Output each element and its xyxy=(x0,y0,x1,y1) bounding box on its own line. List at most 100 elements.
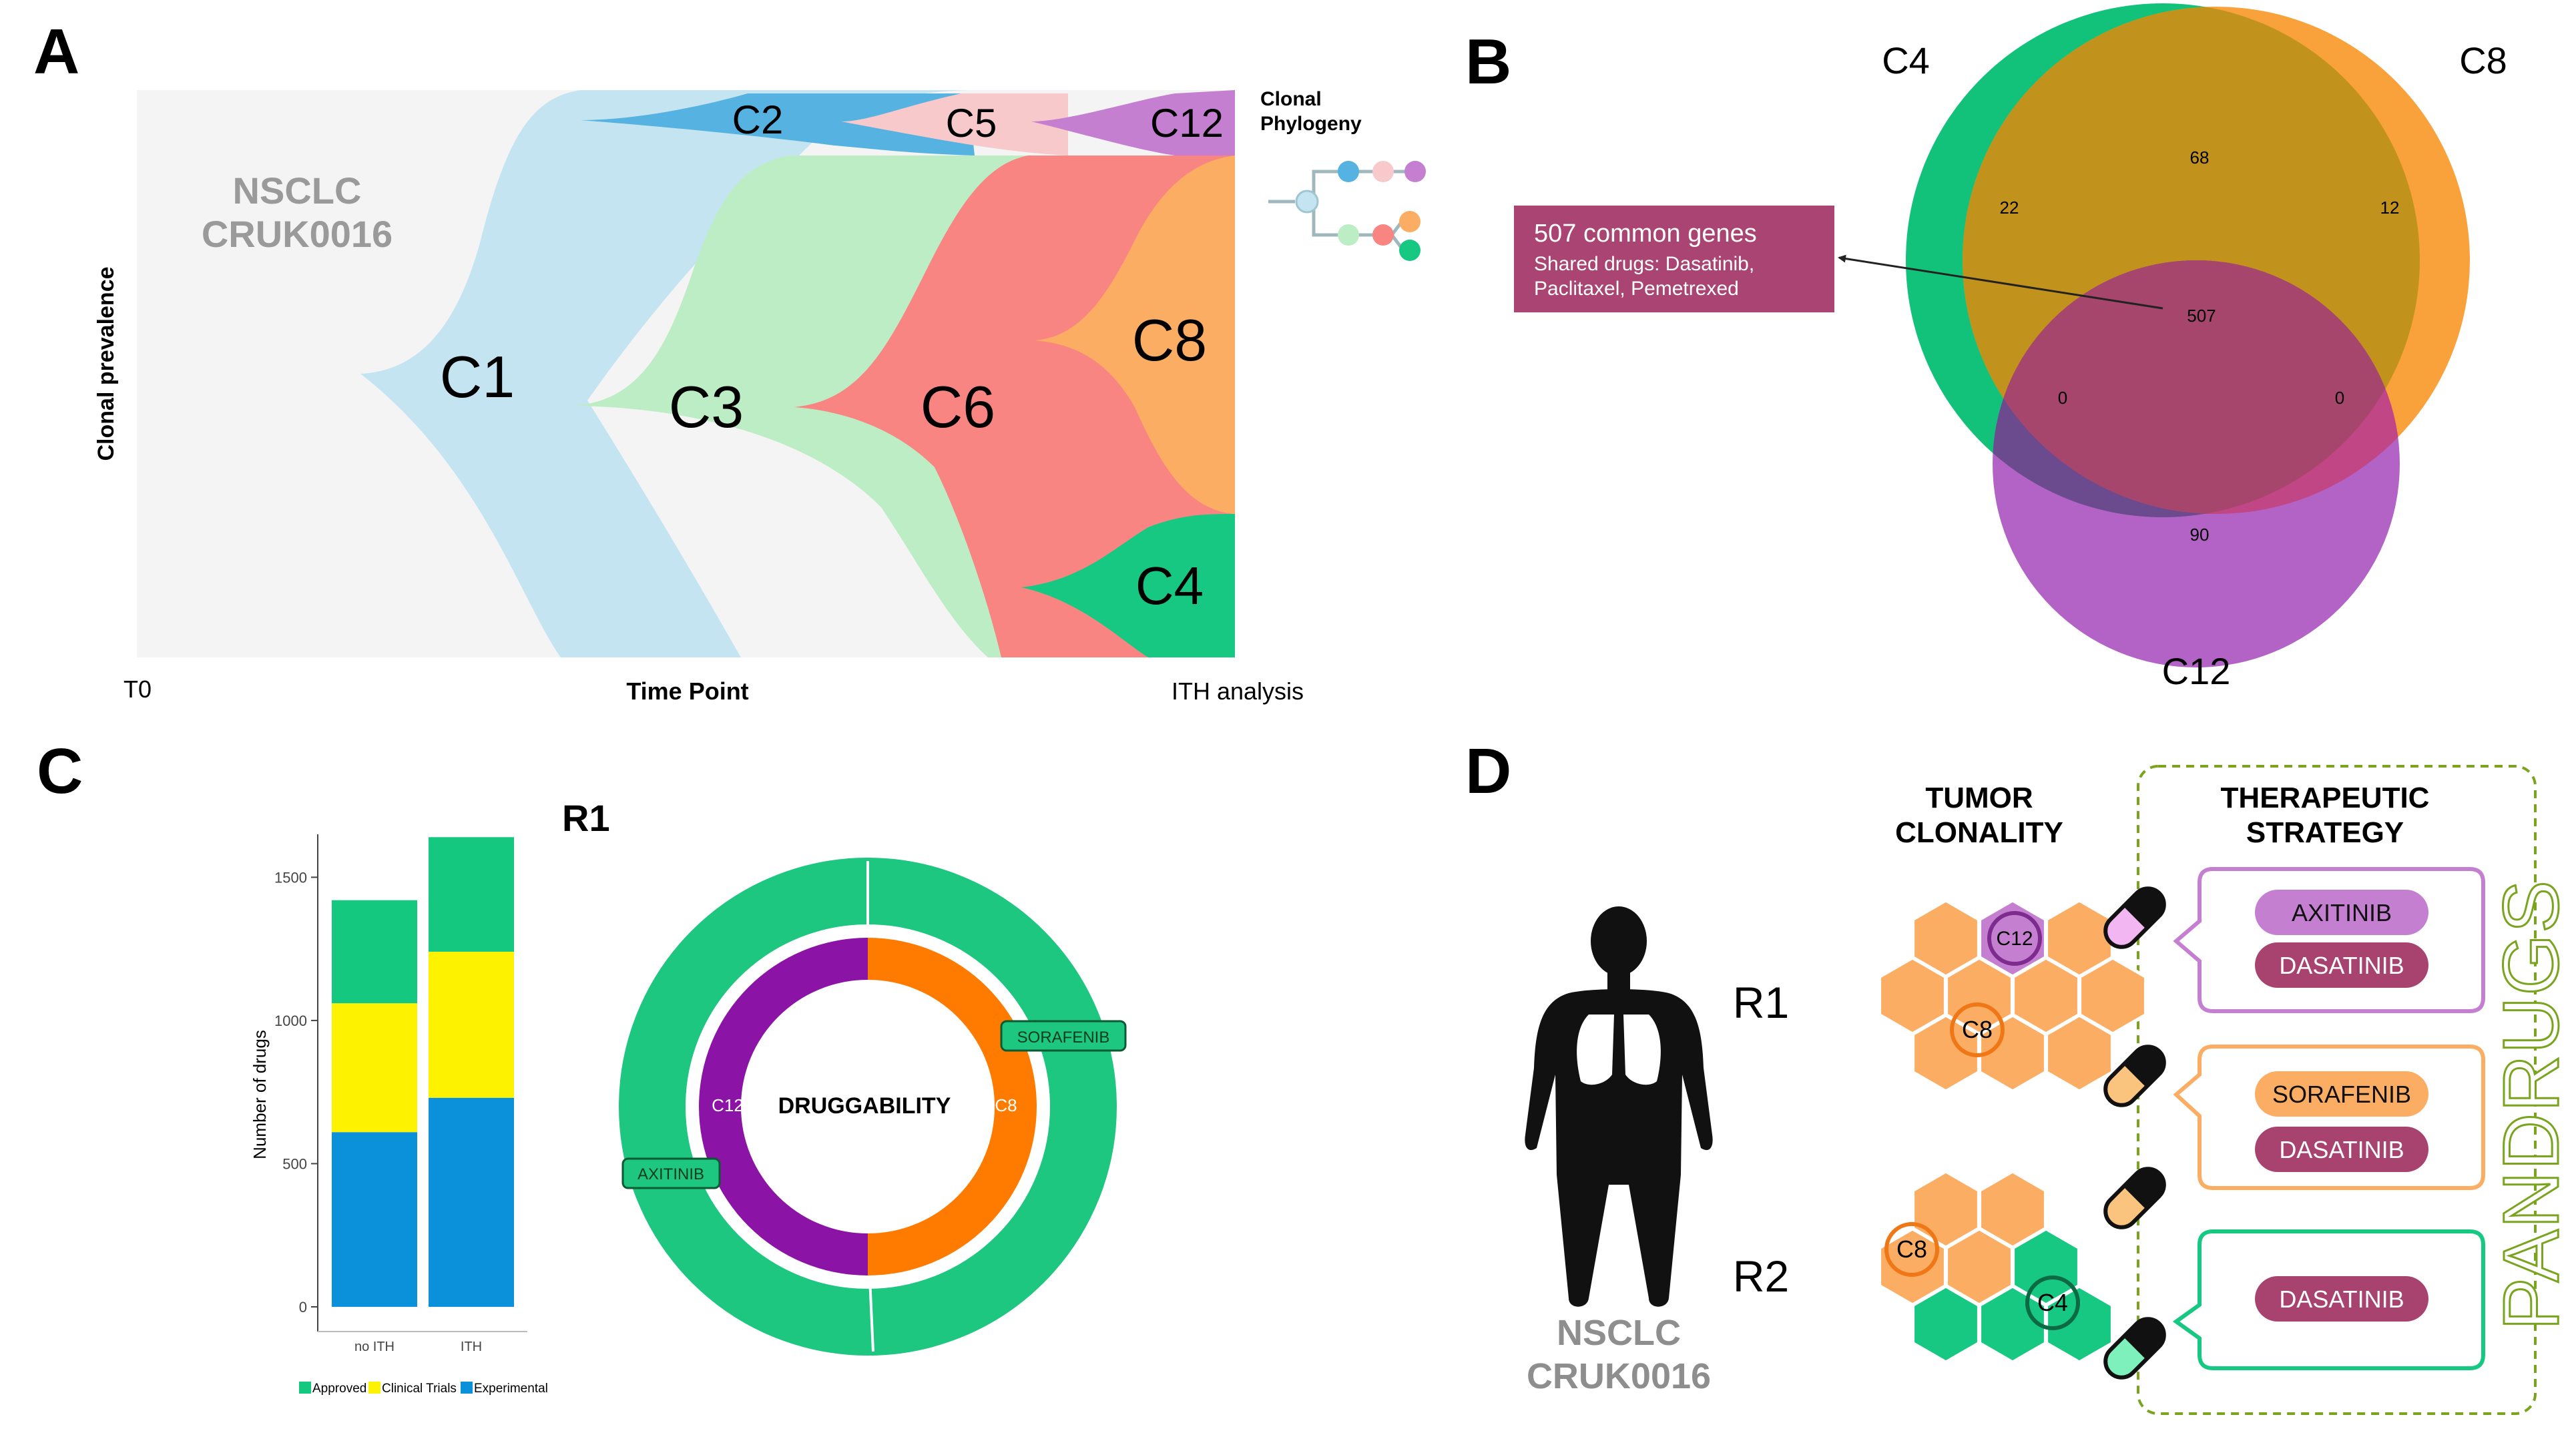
c8-label: C8 xyxy=(1132,307,1208,373)
patient-label-line2: CRUK0016 xyxy=(1527,1356,1711,1396)
panel-a-x-axis-label: Time Point xyxy=(626,677,748,705)
venn-count-c4-c8: 68 xyxy=(2190,148,2210,168)
drug-pill-dasatinib-2-label: DASATINIB xyxy=(2279,1136,2404,1163)
tick-layer: 0 500 1000 1500 no ITH ITH xyxy=(274,869,482,1354)
panel-letter-c: C xyxy=(37,736,83,807)
drug-pill-dasatinib-3 xyxy=(2255,1276,2428,1322)
legend-swatch-experimental xyxy=(461,1382,473,1394)
c3-label: C3 xyxy=(669,374,744,440)
c2-clone-area xyxy=(581,93,975,156)
clone-marker-c8-r1 xyxy=(1950,1002,2005,1057)
venn-label-c8: C8 xyxy=(2459,39,2507,81)
legend-swatch-clinical xyxy=(368,1382,380,1394)
x-tick-label: ITH xyxy=(461,1340,482,1354)
tumor-cell-hexagon xyxy=(2045,1284,2114,1364)
y-tick-label: 1000 xyxy=(274,1013,307,1029)
donut-inner-segment-c8 xyxy=(868,938,1037,1275)
venn-count-c12-only: 90 xyxy=(2190,525,2210,545)
panel-a-x-start-label: T0 xyxy=(123,675,152,703)
bar-chart-legend: Approved Clinical Trials Experimental xyxy=(299,1382,548,1396)
bar-segment-clinical-trials xyxy=(332,1003,417,1133)
bar-segment-approved xyxy=(332,900,417,1004)
pill-icon-orange-r2 xyxy=(2103,1167,2166,1229)
y-tick-label: 0 xyxy=(299,1299,307,1316)
c1-clone-area xyxy=(360,90,968,657)
region-label-r1: R1 xyxy=(1733,978,1789,1027)
c4-label: C4 xyxy=(1135,556,1204,615)
legend-label-clinical: Clinical Trials xyxy=(382,1382,457,1396)
panel-a-y-axis-label: Clonal prevalence xyxy=(93,266,119,461)
pill-icon-purple xyxy=(2103,886,2166,949)
phylogeny-title-line1: Clonal xyxy=(1260,88,1322,110)
venn-count-c8-only: 12 xyxy=(2380,198,2400,218)
clone-marker-c12-label: C12 xyxy=(1996,928,2033,950)
clone-marker-c12 xyxy=(1987,911,2042,966)
y-tick-label: 500 xyxy=(282,1155,307,1172)
y-tick-label: 1500 xyxy=(274,869,307,886)
venn-callout-box xyxy=(1514,206,1834,312)
c6-label: C6 xyxy=(921,374,996,440)
c5-label: C5 xyxy=(946,101,997,146)
therapeutic-strategy-header-line1: THERAPEUTIC xyxy=(2221,782,2430,814)
venn-count-c4-c12: 0 xyxy=(2058,388,2067,408)
legend-swatch-approved xyxy=(299,1382,311,1394)
drug-pill-dasatinib-1 xyxy=(2255,942,2428,988)
patient-label-line1: NSCLC xyxy=(1557,1313,1681,1353)
tumor-cell-hexagon xyxy=(2045,1013,2114,1093)
drug-tag-axitinib-label: AXITINIB xyxy=(637,1165,704,1183)
tumor-clonality-header-line2: CLONALITY xyxy=(1895,816,2063,849)
clone-marker-c8-r1-label: C8 xyxy=(1962,1016,1993,1043)
donut-label-c12: C12 xyxy=(712,1095,744,1115)
drug-pill-axitinib xyxy=(2255,890,2428,935)
stacked-bar-chart: Number of drugs 0 500 1000 1500 no ITH ITH Ap… xyxy=(250,834,548,1396)
human-silhouette-icon xyxy=(1525,906,1713,1307)
c5-clone-area xyxy=(841,93,1068,156)
venn-callout-line2: Paclitaxel, Pemetrexed xyxy=(1534,278,1739,300)
region-label-r2: R2 xyxy=(1733,1251,1789,1301)
panel-c-region-label: R1 xyxy=(562,797,610,839)
panel-a-title-line1: NSCLC xyxy=(233,170,362,212)
panel-letter-a: A xyxy=(33,16,79,87)
therapeutic-strategy-header-line2: STRATEGY xyxy=(2246,816,2404,849)
legend-label-experimental: Experimental xyxy=(474,1382,548,1396)
venn-count-all: 507 xyxy=(2187,306,2216,326)
x-tick-label: no ITH xyxy=(354,1340,395,1354)
clone-marker-c8-r2 xyxy=(1884,1222,1939,1277)
drug-pill-dasatinib-2 xyxy=(2255,1127,2428,1172)
phylogeny-title-line2: Phylogeny xyxy=(1260,113,1362,135)
phylogeny-tree-icon xyxy=(1268,161,1426,261)
drug-pill-dasatinib-1-label: DASATINIB xyxy=(2279,952,2404,979)
bar-chart-y-axis-label: Number of drugs xyxy=(250,1030,270,1159)
panel-c: C Number of drugs 0 500 1000 1500 no ITH ITH … xyxy=(37,736,1127,1396)
bar-layer xyxy=(332,837,514,1307)
panel-a: A NSCLC CRUK0016 C1 C2 C3 C5 C6 C12 C8 C… xyxy=(33,16,1426,705)
tumor-cell-hexagon xyxy=(1911,1284,1981,1364)
venn-label-c4: C4 xyxy=(1882,39,1930,81)
c1-label: C1 xyxy=(440,344,515,410)
drug-tag-sorafenib-label: SORAFENIB xyxy=(1017,1029,1110,1047)
pandrugs-brand-label: PANDRUGS xyxy=(2487,879,2575,1330)
venn-callout-title: 507 common genes xyxy=(1534,220,1757,248)
legend-label-approved: Approved xyxy=(312,1382,366,1396)
c2-label: C2 xyxy=(732,97,784,142)
clone-marker-c8-r2-label: C8 xyxy=(1896,1235,1927,1263)
pandrugs-dashed-frame xyxy=(2137,765,2537,1415)
clone-marker-c4 xyxy=(2025,1275,2080,1330)
drug-pill-sorafenib xyxy=(2255,1071,2428,1117)
donut-outer-divider-bottom xyxy=(868,1277,874,1352)
venn-count-c8-c12: 0 xyxy=(2335,388,2344,408)
bar-segment-approved xyxy=(429,837,514,952)
panel-a-title-line2: CRUK0016 xyxy=(202,213,393,255)
pill-icon-orange xyxy=(2103,1045,2166,1107)
venn-count-c4-only: 22 xyxy=(2000,198,2019,218)
venn-overlap-all xyxy=(1993,260,2400,514)
drug-pill-axitinib-label: AXITINIB xyxy=(2292,899,2392,926)
tumor-clonality-header-line1: TUMOR xyxy=(1925,782,2033,814)
c12-label: C12 xyxy=(1150,101,1224,146)
c4-clone-area xyxy=(1021,514,1235,657)
panel-d: D TUMOR CLONALITY THERAPEUTIC STRATEGY P… xyxy=(1465,736,2576,1415)
c12-clone-area xyxy=(1031,90,1235,156)
venn-label-c12: C12 xyxy=(2162,650,2231,692)
panel-letter-d: D xyxy=(1465,736,1511,807)
